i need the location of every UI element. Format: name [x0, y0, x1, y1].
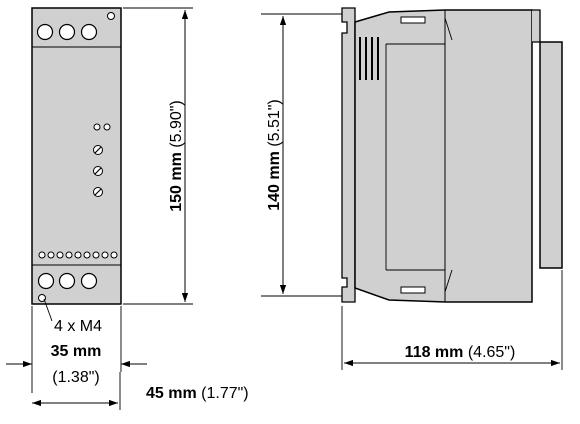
potentiometer-2-icon	[93, 166, 103, 176]
width-inner-label: 35 mm	[51, 343, 102, 360]
depth-118-dimension: 118 mm (4.65")	[341, 270, 563, 370]
height-140-dimension: 140 mm (5.51")	[261, 13, 342, 297]
potentiometer-3-icon	[93, 187, 103, 197]
side-view	[341, 7, 563, 303]
heatsink	[539, 41, 563, 269]
din-rail-clip	[341, 7, 356, 303]
top-terminal-1	[36, 23, 54, 41]
height-front-label: 150 mm (5.90")	[168, 100, 185, 212]
top-terminal-3	[80, 23, 98, 41]
width-inner-imperial-label: (1.38")	[52, 369, 99, 386]
bottom-terminal-2	[58, 272, 76, 290]
mounting-screw-icon	[38, 294, 46, 302]
screw-label: 4 x M4	[54, 318, 102, 335]
control-terminal-row	[38, 251, 118, 259]
bottom-terminal-1	[37, 272, 55, 290]
led-2	[103, 123, 111, 131]
bottom-terminal-slot	[400, 286, 426, 294]
width-45-dimension: 45 mm (1.77")	[32, 372, 249, 410]
side-housing	[354, 9, 533, 303]
bottom-terminal-3	[80, 272, 98, 290]
potentiometer-1-icon	[93, 145, 103, 155]
width-35-dimension: 35 mm (1.38")	[6, 306, 147, 393]
width-outer-label: 45 mm (1.77")	[146, 385, 249, 402]
screw-callout: 4 x M4	[43, 298, 102, 335]
height-150-dimension: 150 mm (5.90")	[123, 7, 193, 305]
led-1	[93, 123, 101, 131]
top-terminal-2	[58, 23, 76, 41]
side-step	[532, 9, 541, 43]
front-view	[31, 7, 122, 305]
front-housing	[31, 7, 122, 305]
ventilation-slots	[359, 37, 379, 80]
height-side-label: 140 mm (5.51")	[266, 99, 283, 211]
depth-label: 118 mm (4.65")	[405, 344, 516, 361]
top-terminal-slot	[400, 16, 426, 24]
ground-icon	[107, 12, 115, 20]
